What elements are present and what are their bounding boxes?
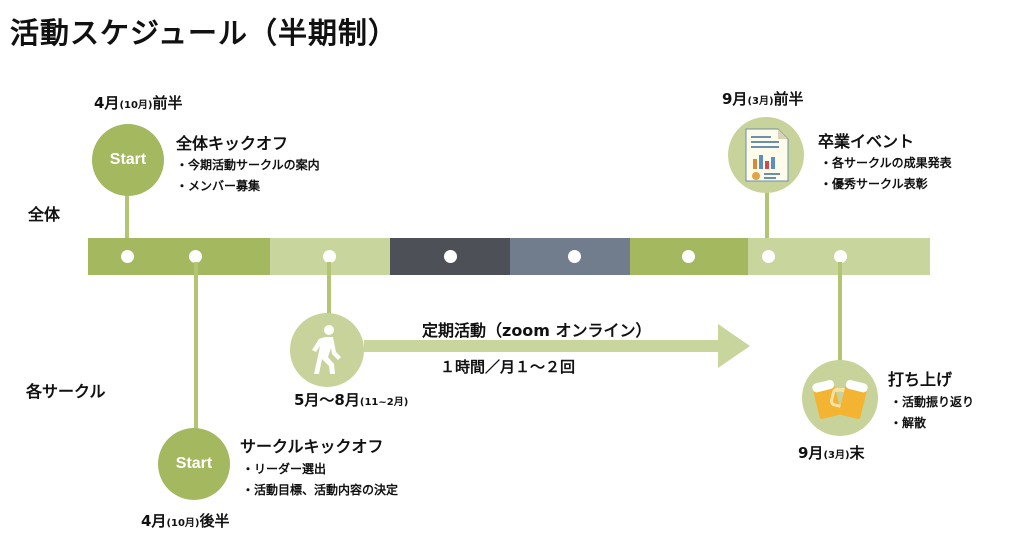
connector-graduation [765,186,769,238]
timeline-dot-august [682,250,695,263]
party-item-2: ・解散 [890,416,927,430]
page-title: 活動スケジュール（半期制） [10,16,398,50]
kickoff-circle-item-2: ・活動目標、活動内容の決定 [242,483,399,497]
kickoff-all-date: 4月(10月)前半 [94,94,183,112]
start-badge-label: Start [109,151,147,168]
timeline-segment-april [88,238,270,275]
party-title: 打ち上げ [888,370,953,389]
start-badge-label: Start [175,455,213,472]
kickoff-circle-item-1: ・リーダー選出 [242,462,327,476]
graduation-item-1: ・各サークルの成果発表 [820,156,952,170]
activity-date: 5月〜8月(11~2月) [294,391,409,409]
party-date: 9月(3月)末 [798,444,865,462]
kickoff-all-title: 全体キックオフ [176,134,289,153]
report-icon [728,117,804,193]
timeline-dot-june [444,250,457,263]
connector-activity [327,262,331,314]
lane-label-all: 全体 [28,205,61,224]
connector-kickoff-all [125,190,129,238]
start-badge-all: Start [92,124,164,196]
activity-frequency: １時間／月１〜２回 [440,358,576,376]
walking-person-icon [290,313,364,387]
timeline-dot-kickoff-all [121,250,134,263]
activity-title: 定期活動（zoom オンライン） [422,321,652,340]
graduation-title: 卒業イベント [818,132,915,151]
timeline-dot-july [568,250,581,263]
timeline-dot-activity [323,250,336,263]
beer-mugs-icon [802,360,878,436]
start-badge-circle: Start [158,428,230,500]
graduation-item-2: ・優秀サークル表彰 [820,177,928,191]
kickoff-all-item-1: ・今期活動サークルの案内 [176,158,320,172]
arrow-right-icon [364,324,750,368]
connector-kickoff-circle [194,262,198,434]
timeline-dot-party [834,250,847,263]
lane-label-circles: 各サークル [26,382,106,401]
kickoff-circle-title: サークルキックオフ [240,437,384,456]
kickoff-circle-date: 4月(10月)後半 [141,512,230,530]
connector-party [838,262,842,370]
timeline-dot-graduation [762,250,775,263]
party-item-1: ・活動振り返り [890,395,975,409]
graduation-date: 9月(3月)前半 [722,90,804,108]
kickoff-all-item-2: ・メンバー募集 [176,179,261,193]
timeline-dot-kickoff-circle [189,250,202,263]
